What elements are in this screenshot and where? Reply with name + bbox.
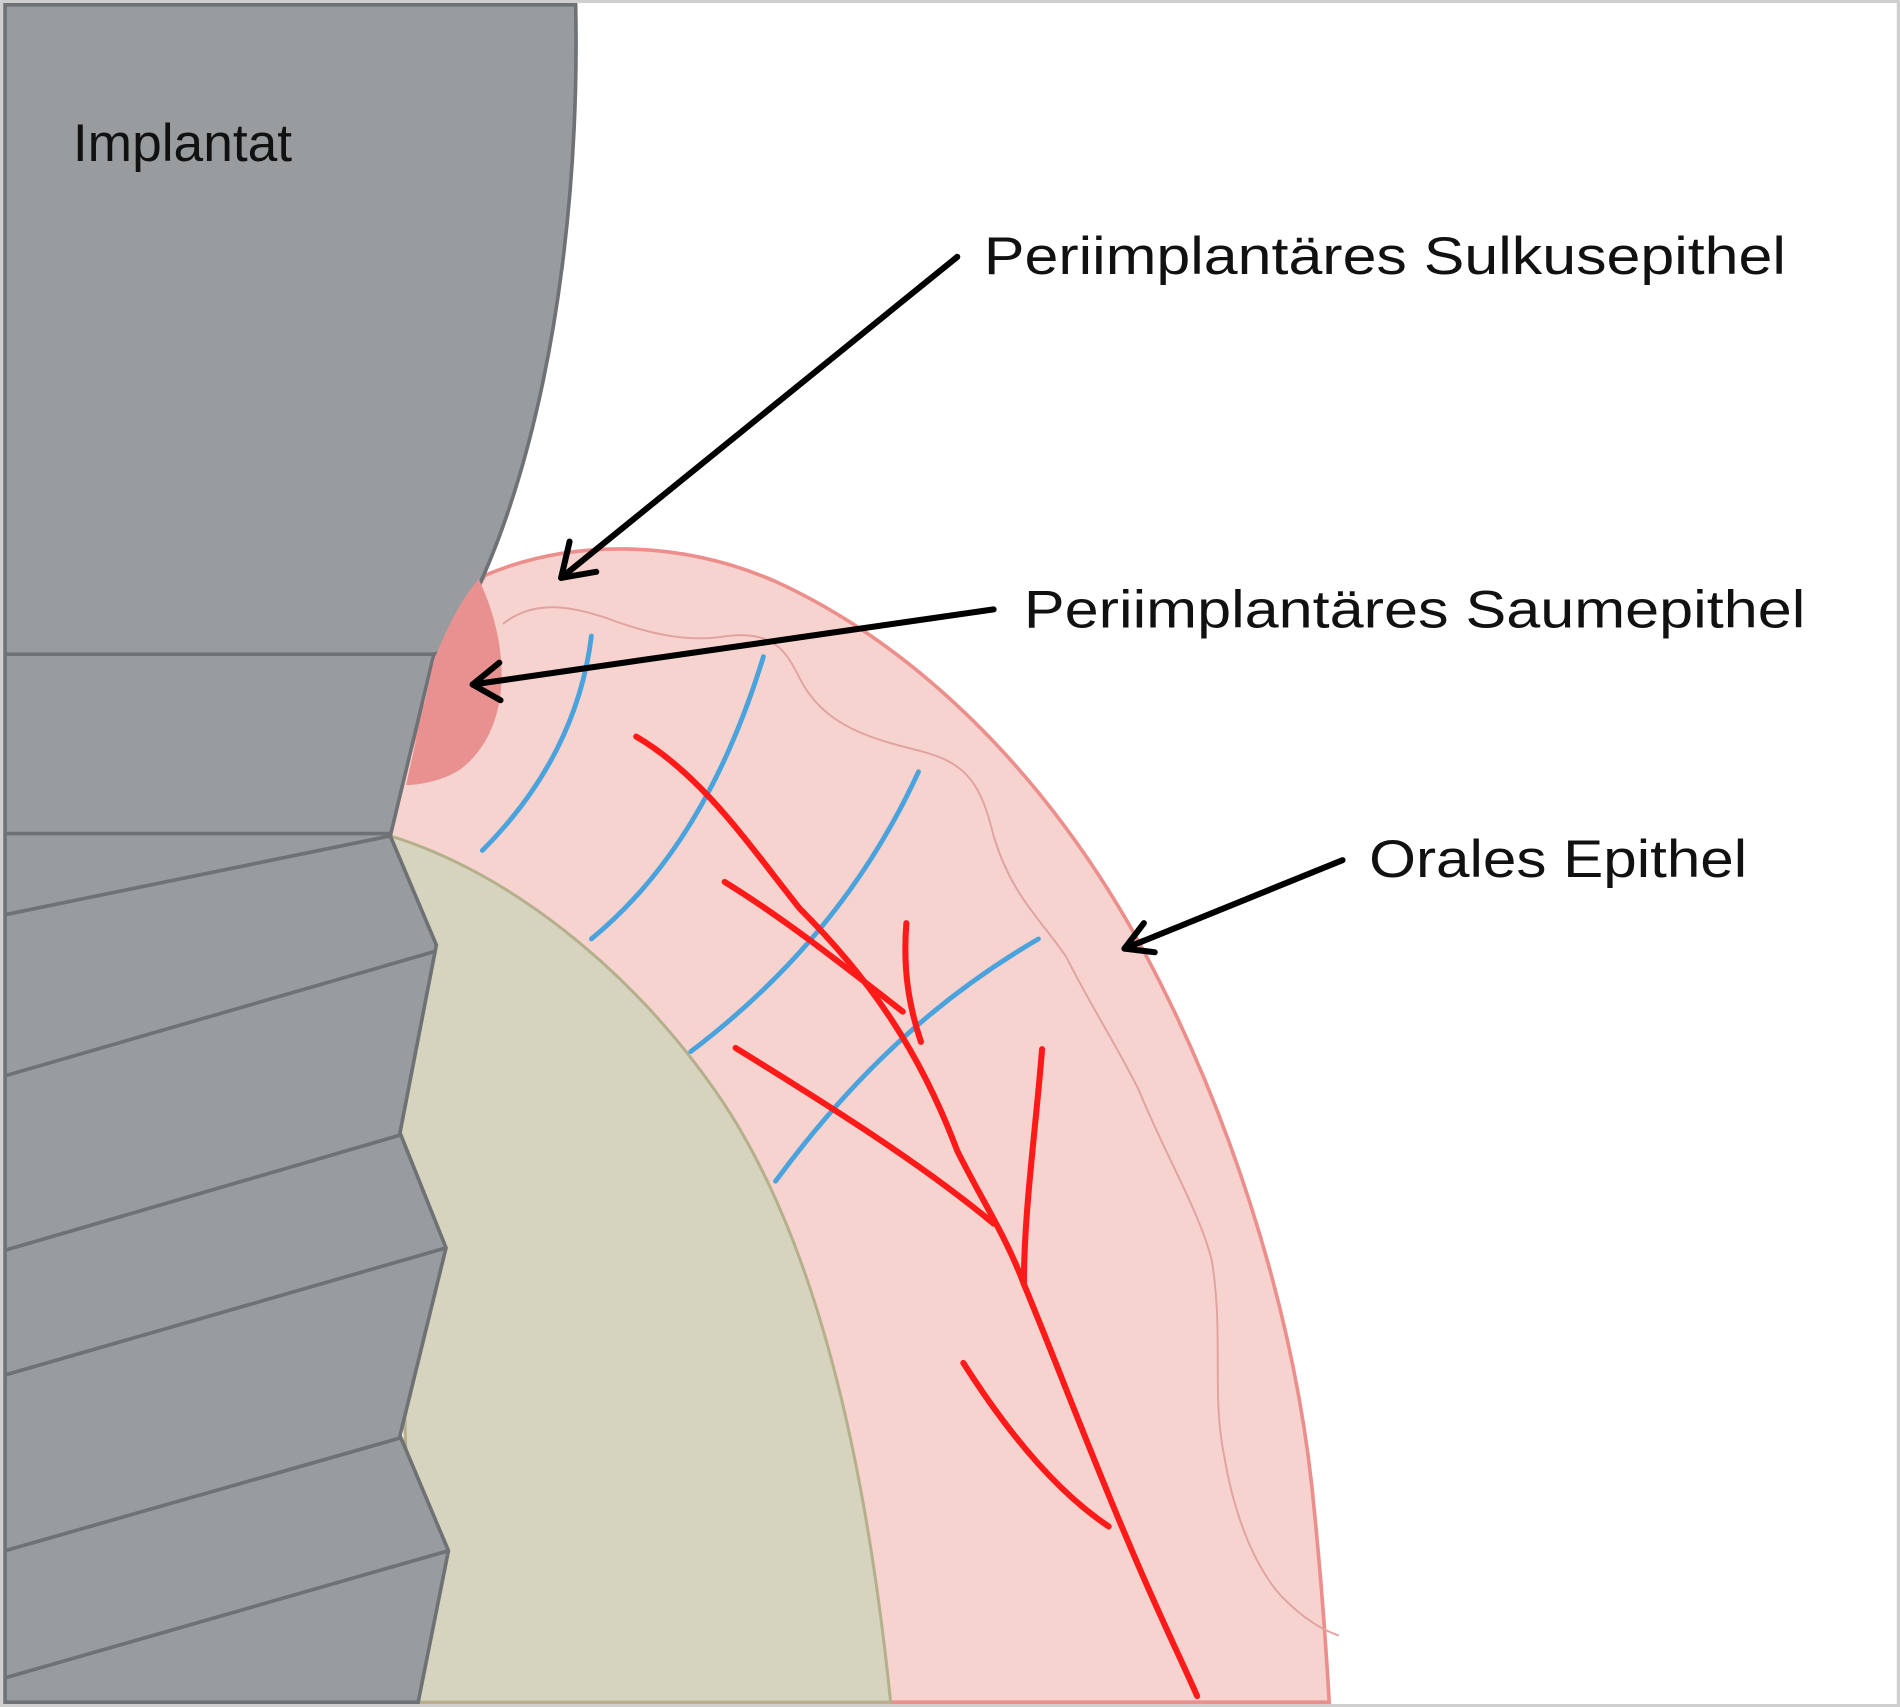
blood-vessel-branch xyxy=(721,878,906,1015)
pointer-arrows xyxy=(469,253,1346,956)
implant-threads xyxy=(4,652,449,1680)
junctional-epithelium-region xyxy=(406,579,502,786)
collagen-fiber xyxy=(588,654,766,942)
blood-vessel-branch xyxy=(960,1359,1112,1530)
blood-vessel-branch xyxy=(1020,1046,1046,1288)
label-oral-epithelium: Orales Epithel xyxy=(1369,830,1747,889)
blood-vessel-main xyxy=(633,733,1201,1700)
label-junctional-epithelium: Periimplantäres Saumepithel xyxy=(1024,581,1805,640)
implant-thread-line xyxy=(4,1548,449,1680)
collagen-fiber xyxy=(688,769,921,1055)
blood-vessel-branch xyxy=(732,1044,997,1227)
implant-thread-line xyxy=(4,834,391,917)
implant-thread-line xyxy=(4,949,437,1078)
blood-vessel-branch xyxy=(902,920,924,1045)
arrow-oral-epithelium xyxy=(1121,857,1346,956)
blood-vessels xyxy=(633,733,1201,1700)
label-sulcus-epithelium: Periimplantäres Sulkusepithel xyxy=(984,227,1786,286)
bone-region xyxy=(388,833,893,1704)
implant-thread-line xyxy=(4,1246,447,1377)
implant-body xyxy=(3,3,578,1704)
label-implant: Implantat xyxy=(73,114,292,173)
implant-thread-line xyxy=(4,1436,401,1553)
arrow-junctional-epithelium xyxy=(469,606,997,704)
epithelium-border-line xyxy=(502,606,1340,1637)
implant-thread-line xyxy=(4,1133,401,1253)
arrow-sulcus-epithelium xyxy=(558,253,961,581)
